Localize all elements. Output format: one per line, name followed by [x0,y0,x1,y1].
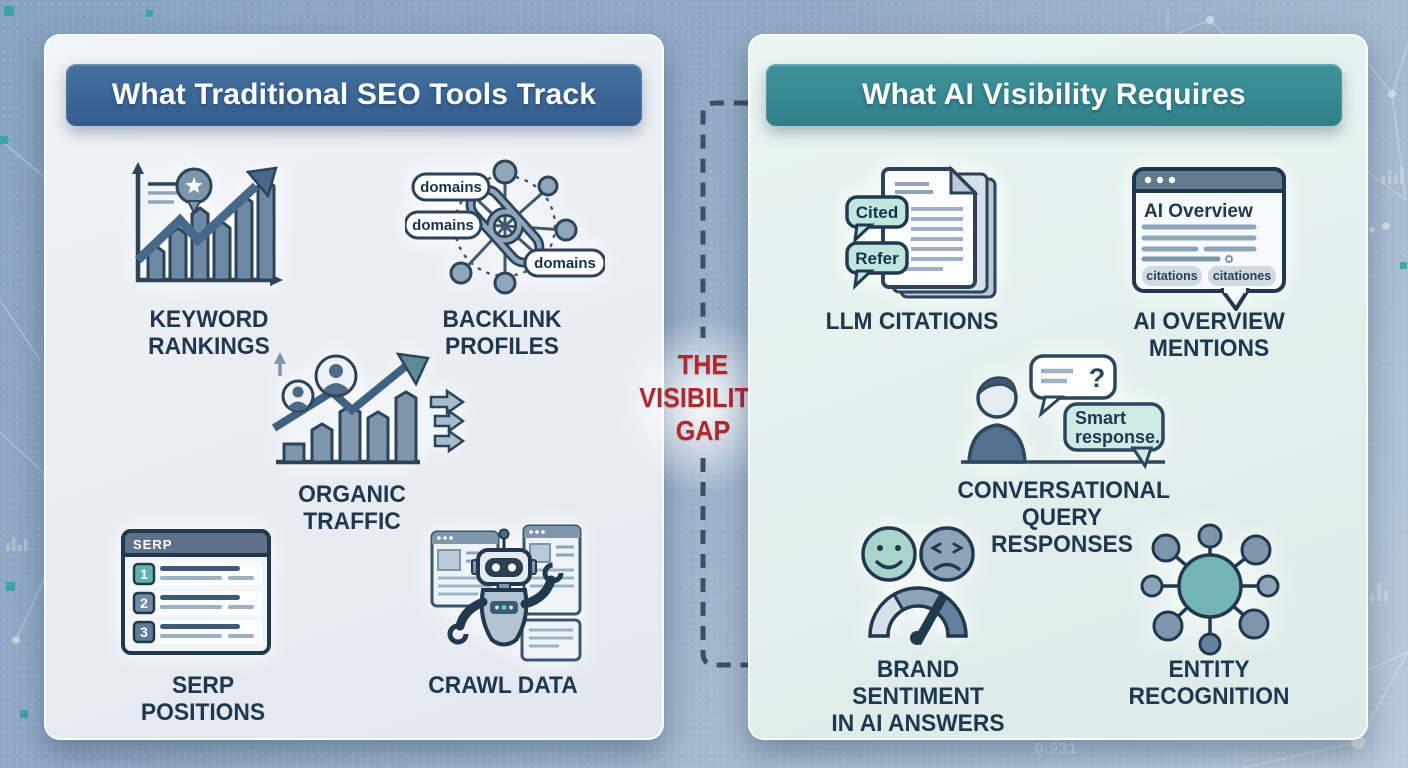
item-label: BRAND SENTIMENT IN AI ANSWERS [831,656,1005,737]
organic-traffic-icon [271,352,466,465]
decor-number: 0.931 [1035,740,1078,757]
svg-text:Cited: Cited [856,203,899,222]
decor-square [6,582,15,591]
svg-text:SERP: SERP [133,537,172,552]
decor-square [20,710,28,718]
llm-citations-icon: Cited Refer [845,165,997,299]
item-label: CONVERSATIONAL QUERY RESPONSES [957,477,1170,558]
svg-text:domains: domains [412,217,474,234]
svg-text:?: ? [1089,363,1106,393]
ai-overview-icon: AI Overview citations citationes [1132,167,1286,311]
decor-square [0,136,8,144]
svg-text:Refer: Refer [855,249,899,268]
item-label: AI OVERVIEW MENTIONS [1133,308,1285,362]
item-label: KEYWORD RANKINGS [148,306,270,360]
svg-text:3: 3 [140,624,148,640]
svg-text:1: 1 [140,566,148,582]
keyword-rankings-icon [132,162,283,286]
brand-sentiment-icon [861,526,975,645]
backlink-profiles-icon: domains domains domains [405,159,605,295]
conversational-icon: ? Smart response. [961,354,1165,470]
entity-recognition-icon [1140,523,1280,656]
svg-text:AI Overview: AI Overview [1144,201,1253,222]
item-label: LLM CITATIONS [825,308,999,335]
traditional-seo-header: What Traditional SEO Tools Track [66,64,642,126]
decor-square [1400,262,1407,269]
item-label: SERP POSITIONS [140,672,266,726]
decor-square [146,10,153,17]
serp-positions-icon: SERP 1 2 3 [121,529,271,655]
visibility-gap-bracket [700,100,748,668]
visibility-gap-label: THE VISIBILITY GAP [639,349,767,446]
svg-text:response.: response. [1075,427,1160,447]
item-label: BACKLINK PROFILES [442,306,562,360]
item-label: ORGANIC TRAFFIC [298,481,406,535]
svg-text:Smart: Smart [1075,408,1126,428]
svg-text:citations: citations [1146,269,1197,283]
ai-visibility-header: What AI Visibility Requires [766,64,1342,126]
item-label: ENTITY RECOGNITION [1128,656,1290,710]
svg-text:domains: domains [534,255,596,272]
svg-text:citationes: citationes [1213,269,1271,283]
decor-square [4,6,14,16]
svg-text:domains: domains [420,179,482,196]
svg-text:2: 2 [140,595,148,611]
crawl-data-icon [430,524,582,662]
item-label: CRAWL DATA [428,672,578,699]
